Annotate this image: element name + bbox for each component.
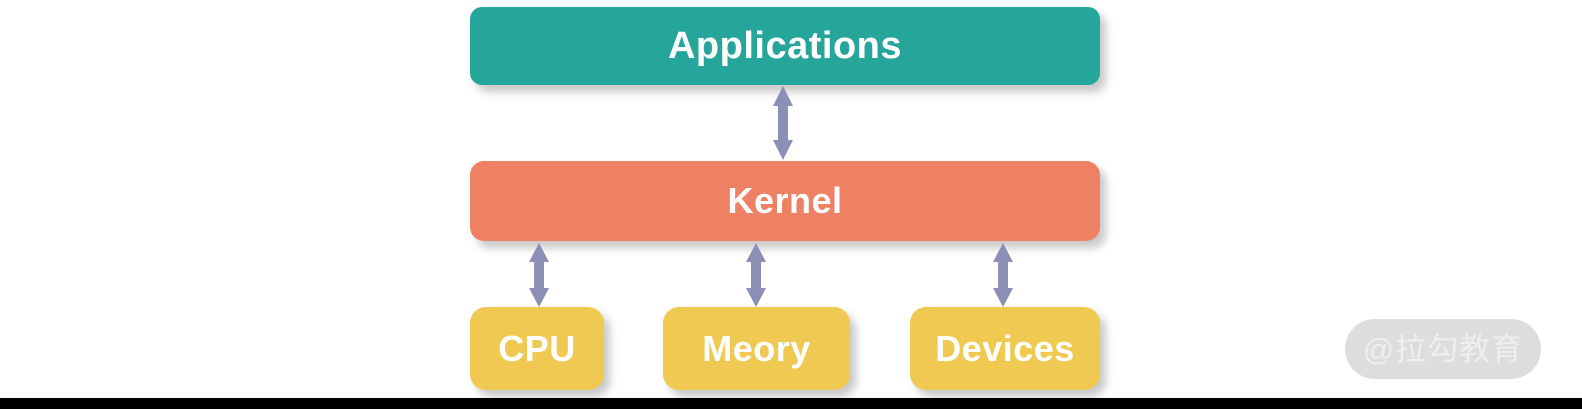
node-memory-label: Meory — [702, 327, 811, 369]
arrow-kernel-memory — [744, 243, 768, 307]
node-cpu-label: CPU — [498, 327, 576, 369]
arrow-kernel-cpu — [527, 243, 551, 307]
node-devices-label: Devices — [935, 327, 1075, 369]
node-kernel[interactable]: Kernel — [470, 161, 1100, 241]
watermark-badge: @拉勾教育 — [1345, 319, 1541, 379]
node-memory[interactable]: Meory — [663, 307, 850, 390]
node-cpu[interactable]: CPU — [470, 307, 604, 390]
node-applications[interactable]: Applications — [470, 7, 1100, 85]
node-devices[interactable]: Devices — [910, 307, 1100, 390]
node-kernel-label: Kernel — [727, 180, 843, 221]
node-applications-label: Applications — [667, 25, 903, 67]
arrow-kernel-devices — [991, 243, 1015, 307]
bottom-bar — [0, 398, 1582, 409]
watermark-text: @拉勾教育 — [1362, 331, 1524, 367]
arrow-applications-kernel — [771, 86, 795, 160]
